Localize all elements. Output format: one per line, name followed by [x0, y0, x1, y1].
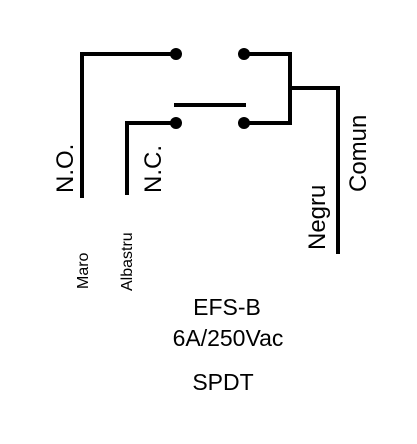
nc-terminal-label: N.C.	[140, 145, 167, 193]
common-wire	[288, 86, 340, 254]
no-wire	[80, 52, 178, 198]
nc-contact-dot	[170, 117, 182, 129]
device-type: SPDT	[192, 369, 253, 395]
common-wire-color-label: Negru	[304, 185, 331, 250]
nc-wire-color-label: Albastru	[119, 232, 136, 291]
common-lower-dot	[238, 117, 250, 129]
common-terminal-label: Comun	[345, 115, 372, 192]
no-terminal-label: N.O.	[52, 144, 79, 193]
no-contact-dot	[170, 48, 182, 60]
no-wire-color-label: Maro	[75, 252, 92, 289]
device-rating: 6A/250Vac	[173, 325, 284, 351]
device-model: EFS-B	[193, 294, 261, 320]
common-upper-dot	[238, 48, 250, 60]
nc-wire	[125, 121, 178, 195]
